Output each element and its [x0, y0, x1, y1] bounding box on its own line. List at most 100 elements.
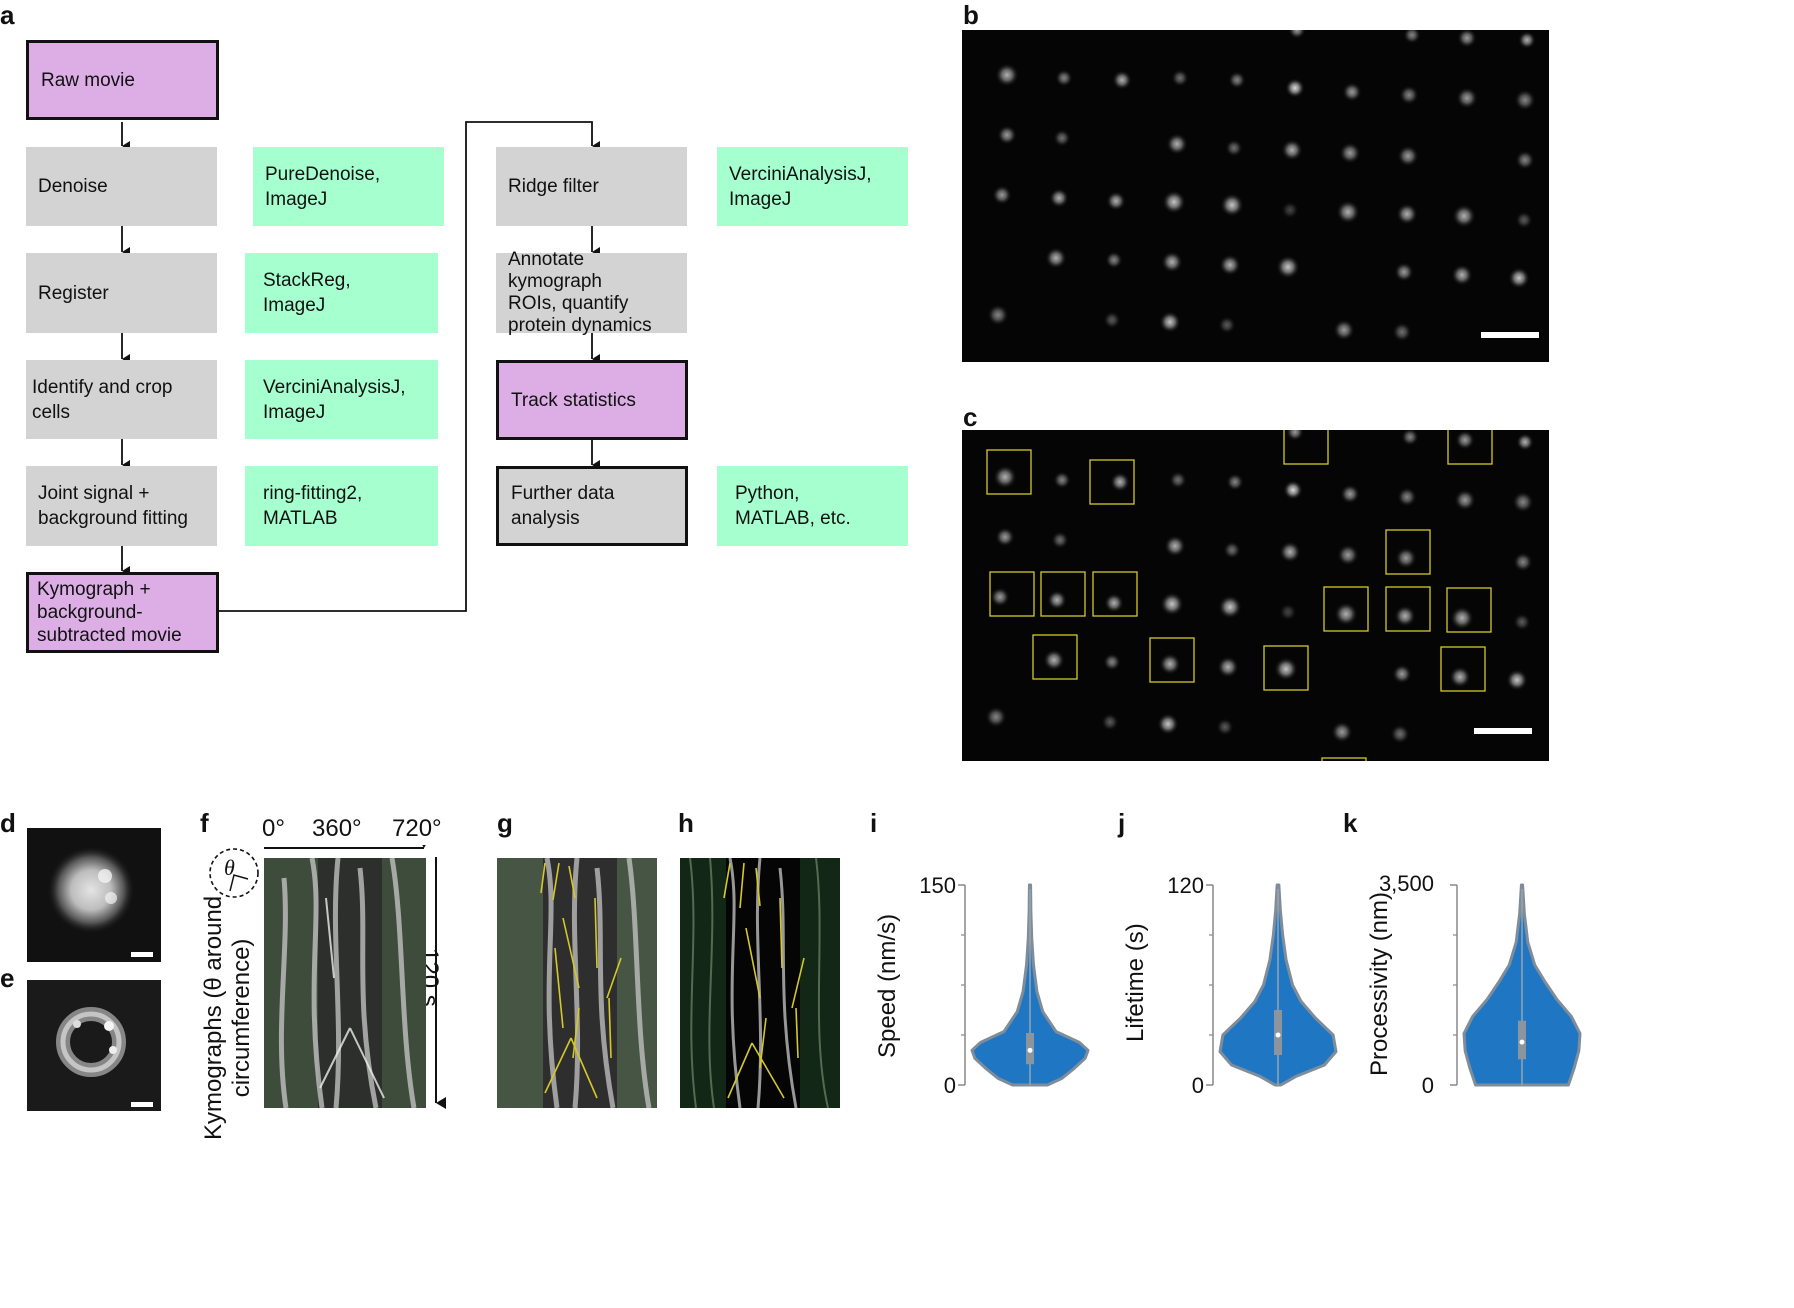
cell-spot — [1454, 489, 1476, 511]
cell-spot — [1166, 133, 1188, 155]
roi-box — [1092, 571, 1138, 617]
micrograph-b-spots — [962, 30, 1549, 362]
panel-label-d: d — [0, 808, 16, 838]
tool-joint-fitting-label: ring-fitting2, MATLAB — [263, 483, 363, 529]
panel-label-j: j — [1118, 808, 1126, 838]
chart-speed-ytick-max: 150 — [919, 873, 956, 898]
theta-symbol: θ — [224, 855, 235, 880]
chart-speed: Speed (nm/s) 150 0 — [870, 870, 1090, 1100]
roi-box — [1283, 430, 1329, 465]
cell-spot — [1049, 188, 1069, 208]
step-identify: Identify and crop cells — [26, 360, 217, 439]
cell-spot — [1055, 69, 1073, 87]
chart-lifetime-plot — [1206, 883, 1338, 1087]
step-kymograph: Kymograph + background- subtracted movie — [26, 572, 219, 653]
cell-spot — [1451, 264, 1473, 286]
tool-register: StackReg, ImageJ — [245, 253, 438, 333]
cell-spot — [1217, 656, 1239, 678]
kymograph-g-graphic — [497, 858, 657, 1108]
cell-spot — [1164, 535, 1186, 557]
step-register-label: Register — [38, 282, 109, 304]
cell-spot — [1281, 201, 1299, 219]
roi-box — [1040, 571, 1086, 617]
tool-ridge-filter: VerciniAnalysisJ, ImageJ — [717, 147, 908, 226]
cell-spot — [1506, 669, 1528, 691]
roi-box — [1385, 529, 1431, 575]
chart-processivity: Processivity (nm) 3,500 0 — [1362, 870, 1582, 1100]
violin-median — [1275, 1032, 1281, 1038]
cell-spot — [1331, 721, 1353, 743]
flowchart-connectors — [121, 121, 600, 612]
tool-joint-fitting: ring-fitting2, MATLAB — [245, 466, 438, 546]
cell-spot — [1336, 200, 1360, 224]
cell-spot — [1394, 262, 1414, 282]
step-further-analysis-label: Further data analysis — [511, 483, 615, 529]
cell-spot — [1103, 653, 1121, 671]
cell-spot — [1513, 552, 1533, 572]
cell-spot — [1105, 251, 1123, 269]
kymograph-f-graphic — [264, 858, 426, 1108]
panel-label-c: c — [963, 402, 978, 432]
roi-box — [1440, 646, 1486, 692]
cell-spot — [1047, 590, 1067, 610]
cell-spot — [1157, 713, 1179, 735]
kymograph-f — [264, 858, 426, 1108]
cell-spot — [995, 63, 1019, 87]
kymograph-h — [680, 858, 840, 1108]
cell-spot — [1219, 254, 1241, 276]
step-raw-movie-label: Raw movie — [41, 69, 135, 91]
arrow-kymo-ridge — [219, 121, 600, 612]
cell-spot — [1340, 484, 1360, 504]
cell-spot — [1110, 472, 1130, 492]
cell-spot — [1452, 204, 1476, 228]
scale-bar-e — [131, 1102, 153, 1107]
panel-label-a: a — [0, 0, 15, 30]
cell-spot — [997, 125, 1017, 145]
cell-spot — [1401, 430, 1419, 446]
cell-spot — [1339, 142, 1361, 164]
chart-speed-plot — [958, 883, 1090, 1087]
cell-spot — [990, 587, 1010, 607]
kymograph-g — [497, 858, 657, 1108]
roi-box — [1089, 459, 1135, 505]
cell-spot — [1274, 657, 1298, 681]
cell-spot — [1399, 85, 1419, 105]
scale-bar-c — [1474, 728, 1532, 734]
roi-box — [989, 571, 1035, 617]
cell-spot — [1159, 311, 1181, 333]
panel-label-b: b — [963, 0, 979, 30]
tool-denoise-label: PureDenoise, ImageJ — [265, 163, 381, 210]
step-identify-label: Identify and crop cells — [32, 376, 173, 423]
cell-spot — [1286, 430, 1304, 441]
roi-box — [1323, 586, 1369, 632]
cell-spot — [1390, 724, 1410, 744]
step-ridge-filter-label: Ridge filter — [508, 176, 599, 197]
cell-spot — [1159, 653, 1181, 675]
kymo-tick-720: 720° — [392, 815, 442, 842]
cell-spot — [1112, 70, 1132, 90]
panel-label-i: i — [870, 808, 878, 838]
step-ridge-filter: Ridge filter — [496, 147, 687, 226]
cell-spot — [1276, 255, 1300, 279]
chart-lifetime: Lifetime (s) 120 0 — [1118, 870, 1338, 1100]
cell-spot — [1457, 30, 1477, 48]
chart-lifetime-ytick-min: 0 — [1191, 1073, 1204, 1098]
cell-spot — [1106, 191, 1126, 211]
tool-denoise: PureDenoise, ImageJ — [253, 147, 444, 226]
cell-spot — [1101, 713, 1119, 731]
tool-ridge-filter-label: VerciniAnalysisJ, ImageJ — [729, 163, 872, 210]
cell-spot — [1053, 129, 1071, 147]
cell-spot — [1225, 139, 1243, 157]
cell-spot — [1396, 203, 1418, 225]
cell-spot — [1394, 605, 1416, 627]
roi-box — [1446, 587, 1492, 633]
step-further-analysis: Further data analysis — [496, 466, 688, 546]
micrograph-c — [962, 430, 1549, 761]
scale-bar-b — [1481, 332, 1539, 338]
step-annotate-label: Annotate kymograph ROIs, quantify protei… — [508, 249, 652, 336]
step-joint-fitting-label: Joint signal + background fitting — [38, 483, 188, 529]
cell-spot — [1043, 649, 1065, 671]
tool-further-analysis: Python, MATLAB, etc. — [717, 466, 908, 546]
panel-label-h: h — [678, 808, 694, 838]
cell-spot — [1333, 319, 1355, 341]
